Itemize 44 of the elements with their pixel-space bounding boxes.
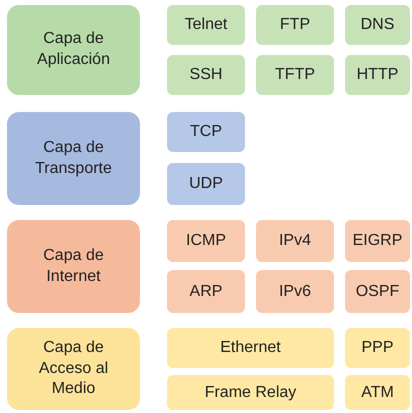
protocol-box bbox=[256, 5, 334, 45]
protocol-box bbox=[167, 163, 245, 205]
protocol-box bbox=[345, 270, 410, 313]
layer-box bbox=[7, 112, 140, 205]
protocol-box bbox=[256, 270, 334, 313]
protocol-name: TFTP bbox=[275, 66, 315, 84]
layer-box bbox=[7, 5, 140, 95]
protocol-box bbox=[167, 328, 334, 368]
protocol-name: PPP bbox=[361, 339, 394, 357]
protocol-box bbox=[167, 55, 245, 95]
protocol-name: Ethernet bbox=[220, 339, 281, 357]
protocol-box bbox=[256, 220, 334, 262]
protocol-box bbox=[345, 5, 410, 45]
protocol-name: ATM bbox=[361, 384, 394, 402]
protocol-box bbox=[345, 375, 410, 410]
protocol-name: FTP bbox=[280, 16, 310, 34]
protocol-name: ARP bbox=[190, 282, 222, 300]
protocol-name: Telnet bbox=[184, 16, 228, 34]
protocol-box bbox=[167, 270, 245, 313]
protocol-name: SSH bbox=[190, 66, 222, 84]
protocol-name: Frame Relay bbox=[204, 384, 296, 402]
layer-name: Capa de Acceso al Medio bbox=[38, 338, 110, 400]
layer-box bbox=[7, 328, 140, 410]
layer-name: Capa de Aplicación bbox=[36, 29, 111, 70]
protocol-name: DNS bbox=[360, 16, 394, 34]
layer-name: Capa de Internet bbox=[42, 246, 105, 286]
protocol-name: ICMP bbox=[186, 232, 226, 250]
protocol-box bbox=[256, 55, 334, 95]
protocol-box bbox=[345, 328, 410, 368]
protocol-box bbox=[167, 375, 334, 410]
protocol-box bbox=[167, 5, 245, 45]
protocol-box bbox=[345, 55, 410, 95]
protocol-name: TCP bbox=[190, 123, 222, 141]
protocol-box bbox=[167, 112, 245, 152]
protocol-box bbox=[345, 220, 410, 262]
layer-box bbox=[7, 220, 140, 313]
protocol-name: UDP bbox=[189, 175, 223, 193]
protocol-name: HTTP bbox=[356, 66, 398, 84]
protocol-name: IPv4 bbox=[278, 232, 311, 250]
protocol-name: EIGRP bbox=[352, 232, 402, 250]
protocol-name: IPv6 bbox=[278, 282, 311, 300]
protocol-name: OSPF bbox=[356, 282, 400, 300]
layer-name: Capa de Transporte bbox=[34, 138, 113, 178]
protocol-box bbox=[167, 220, 245, 262]
